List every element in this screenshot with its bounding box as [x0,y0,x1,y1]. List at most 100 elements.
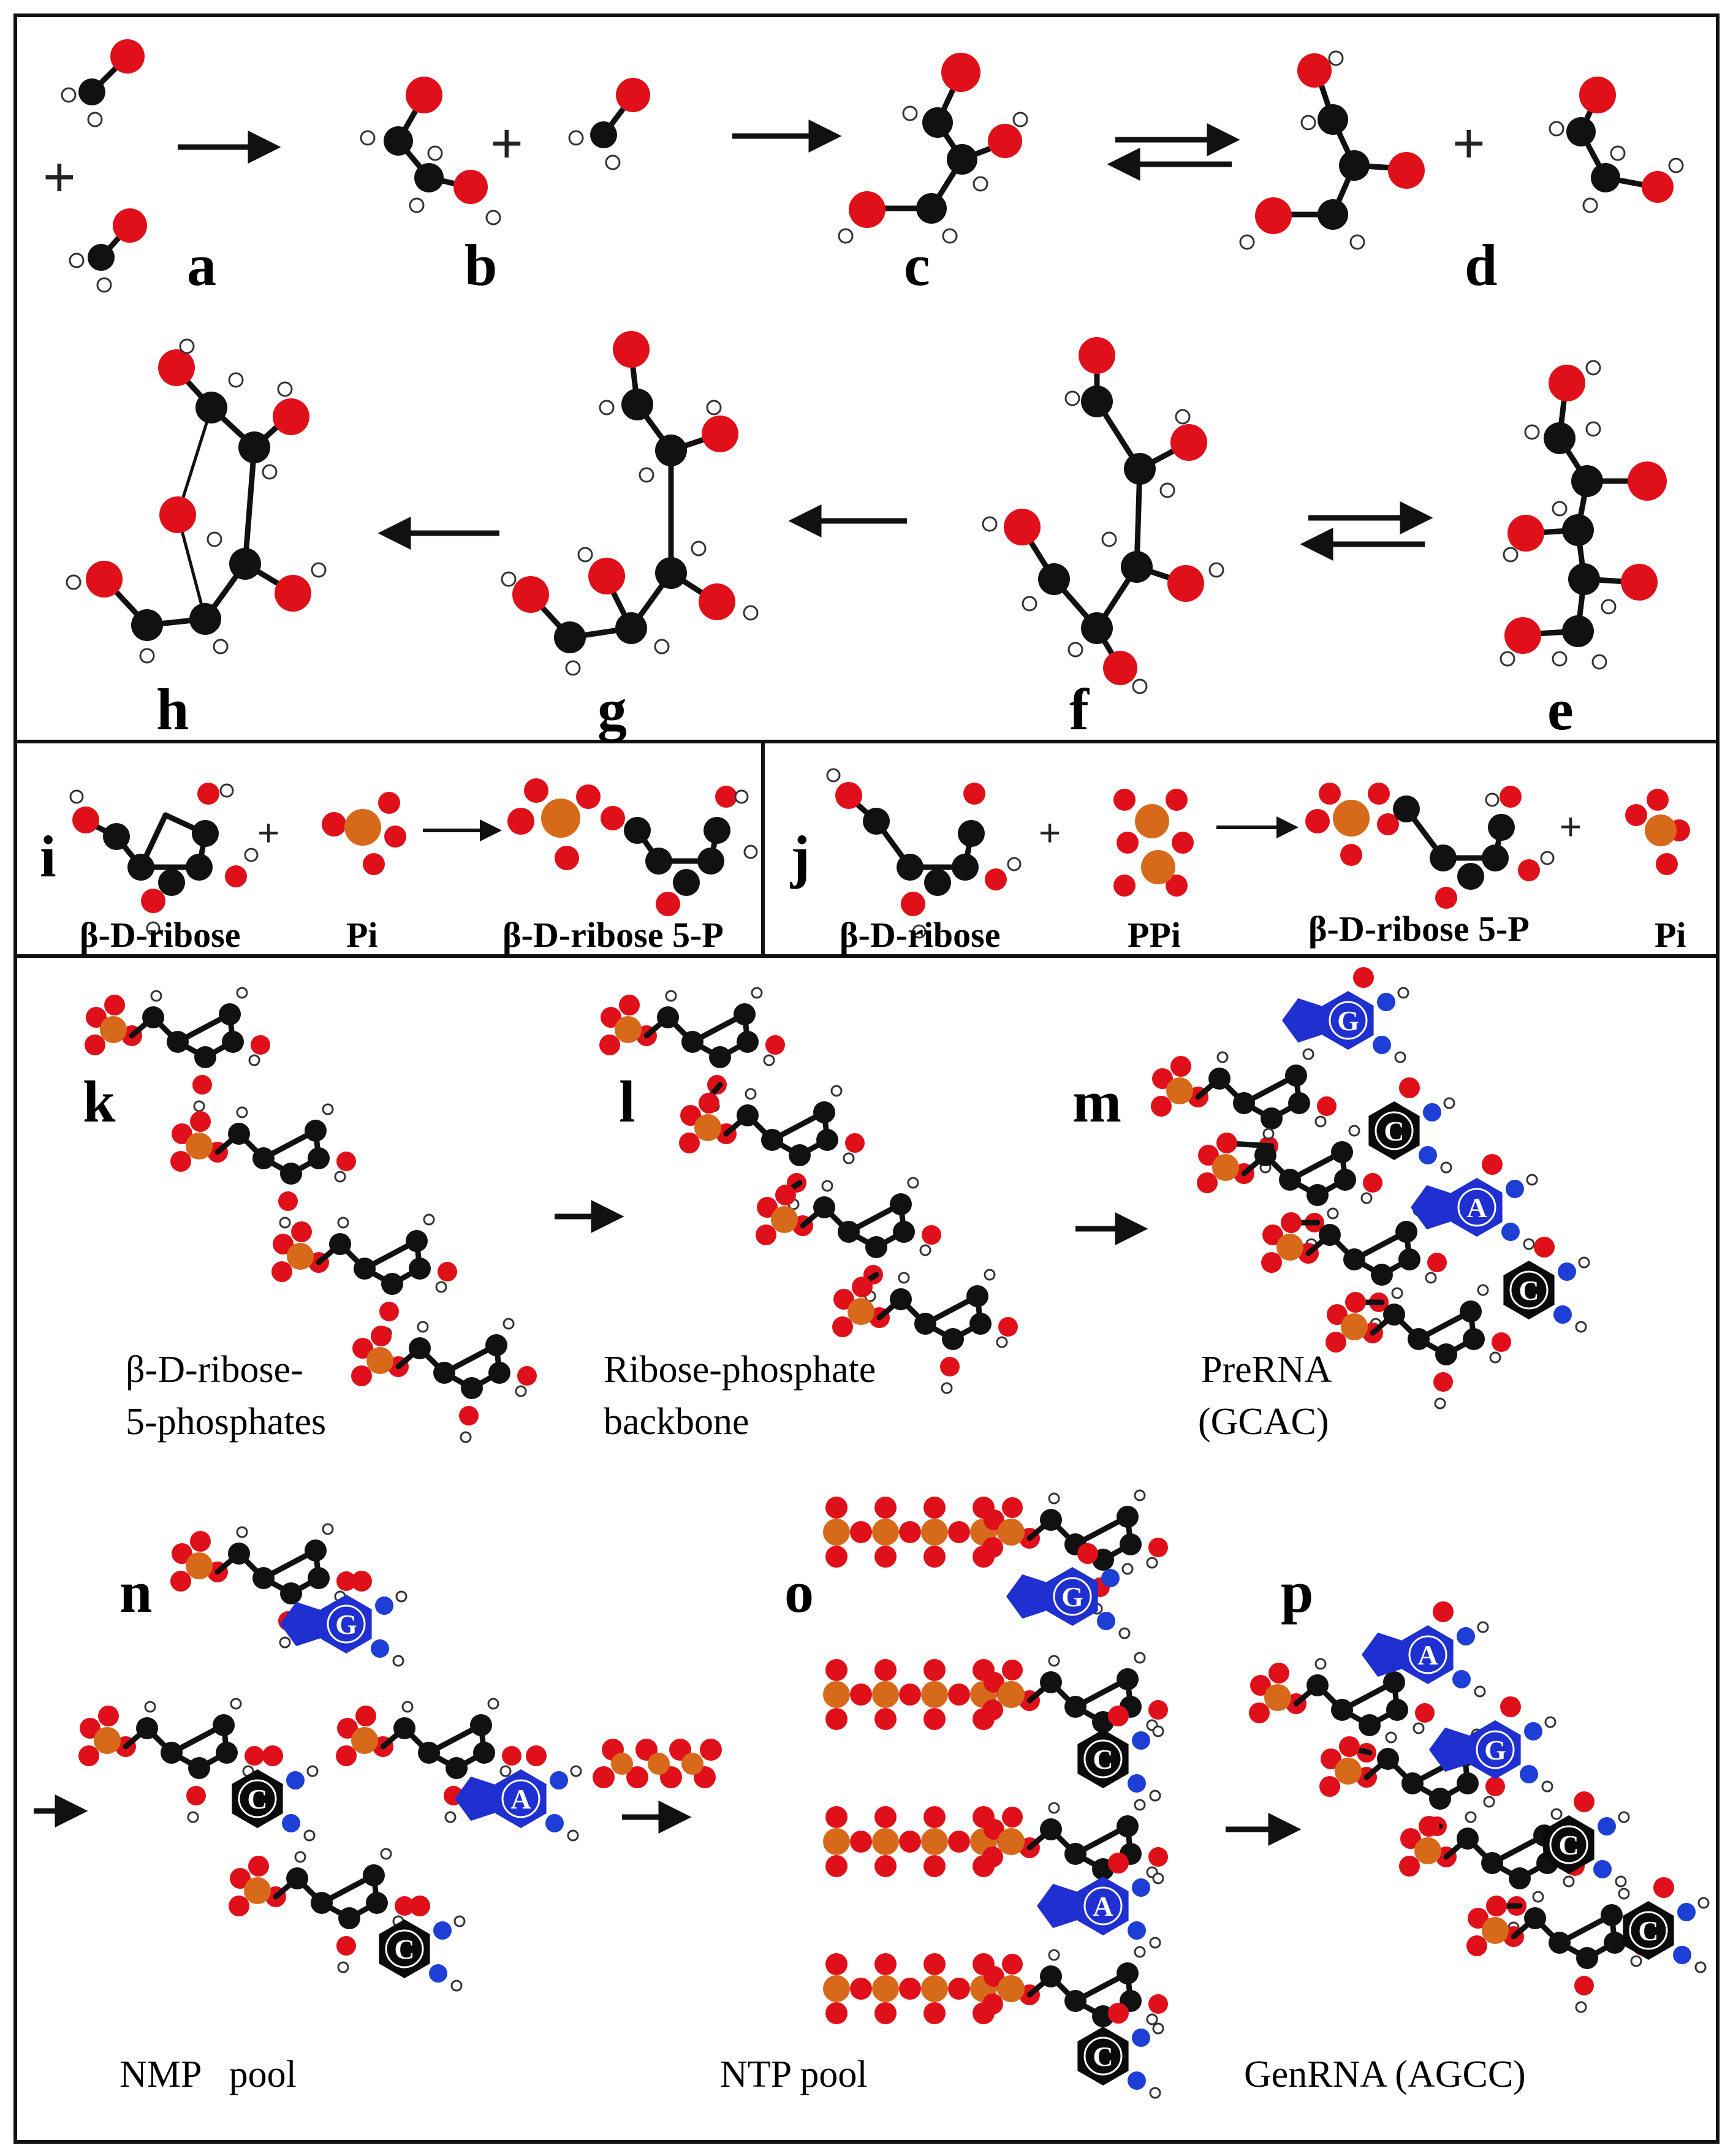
o-atom [271,1261,292,1282]
o-atom [874,2002,897,2024]
h-atom [1146,2013,1158,2025]
h-atom [1327,1207,1339,1220]
caption-k-line2: 5-phosphates [126,1401,326,1443]
o-atom [98,1706,119,1726]
h-atom [380,1848,392,1860]
caption-j-ribose: β-D-ribose [840,915,1001,955]
o-atom [601,1007,621,1028]
h-atom [821,1180,833,1192]
h-atom [1523,1238,1535,1250]
panel-label-m: m [1072,1069,1121,1134]
n-atom [1553,1305,1572,1324]
h-atom [996,1336,1008,1348]
n-atom [1132,1878,1150,1897]
o-atom [825,1855,848,1877]
n-atom [545,1814,564,1832]
p-atom [823,1975,850,2002]
n-atom [1419,1146,1437,1164]
c-atom [1408,1328,1430,1350]
base-ring [1503,1261,1555,1319]
base-letter: C [247,1783,267,1815]
c-atom [1279,1169,1301,1191]
n-atom [433,1921,452,1940]
base-ring [495,1769,547,1828]
c-atom [1064,1696,1086,1718]
h-atom [193,1100,205,1112]
c-atom [308,1147,330,1169]
o-atom [1262,1224,1283,1245]
o-atom [852,1277,873,1297]
c-atom [311,1892,333,1914]
p-atom [1482,1917,1509,1944]
c-atom [813,1196,835,1218]
c-atom [1306,1184,1329,1206]
h-atom [236,1526,248,1538]
o-atom [874,1855,897,1877]
c-atom [1040,1965,1062,1987]
plus-sign-a: + [43,146,76,208]
base-label-ring [1509,1270,1549,1310]
h-atom [1575,2001,1587,2013]
base-letter: A [1093,1891,1113,1922]
h-atom [187,1811,199,1823]
o-atom [850,1683,872,1706]
o-atom [899,1978,921,2000]
c-atom [393,1717,415,1739]
n-atom [1132,2029,1150,2047]
c-atom [381,1273,403,1295]
h-atom [1134,1652,1146,1664]
o-atom [395,1896,414,1916]
h-atom [1152,1872,1164,1885]
o-atom [850,1831,872,1853]
c-atom [1285,1065,1307,1087]
h-atom [444,1811,457,1823]
h-atom [1048,1802,1060,1814]
c-atom [488,1362,510,1384]
c-atom [228,1123,250,1145]
p-atom [771,1206,798,1233]
o-atom [984,1819,1004,1840]
o-atom [825,1708,848,1730]
h-atom [248,1054,260,1066]
c-atom [1401,1772,1424,1794]
h-atom [763,1054,775,1066]
base-ring [1077,2027,1129,2086]
base-ring [1077,1729,1129,1788]
h-atom [1048,1492,1060,1505]
c-atom [363,1864,385,1886]
panel-label-k: k [83,1069,116,1134]
panel-label-e: e [1547,677,1574,742]
o-atom [1108,1853,1129,1873]
caption-j-product: β-D-ribose 5-P [1308,909,1530,949]
h-atom [1440,1161,1452,1174]
phosphate-i [322,792,406,875]
h-atom [417,1321,429,1333]
c-atom [354,1258,376,1280]
n-atom [1501,1223,1520,1241]
c-atom [1457,1772,1479,1794]
c-atom [418,1742,440,1764]
genrna-strand-p: AGCC [1249,1601,1710,2013]
h-atom [570,1765,582,1777]
o-atom [1148,1994,1168,2014]
o-atom [899,1831,921,1853]
h-atom [1152,2022,1164,2035]
panel-label-j: j [790,824,810,889]
c-atom [865,1236,887,1258]
h-atom [450,1979,463,1992]
panel-b-molecules [360,77,650,226]
h-atom [1697,1897,1710,1909]
o-atom [1148,1700,1168,1720]
c-atom [1377,1748,1399,1770]
panel-label-g: g [597,677,627,742]
free-ppi-n [593,1739,722,1788]
o-atom [355,1706,376,1726]
c-atom [789,1144,811,1166]
h-atom [1385,1731,1397,1744]
base-label-ring [1329,1001,1368,1040]
h-atom [1526,1174,1538,1186]
c-atom [1040,1818,1062,1840]
c-atom [1117,1506,1139,1528]
n-atom [286,1771,305,1790]
p-atom [244,1877,271,1904]
